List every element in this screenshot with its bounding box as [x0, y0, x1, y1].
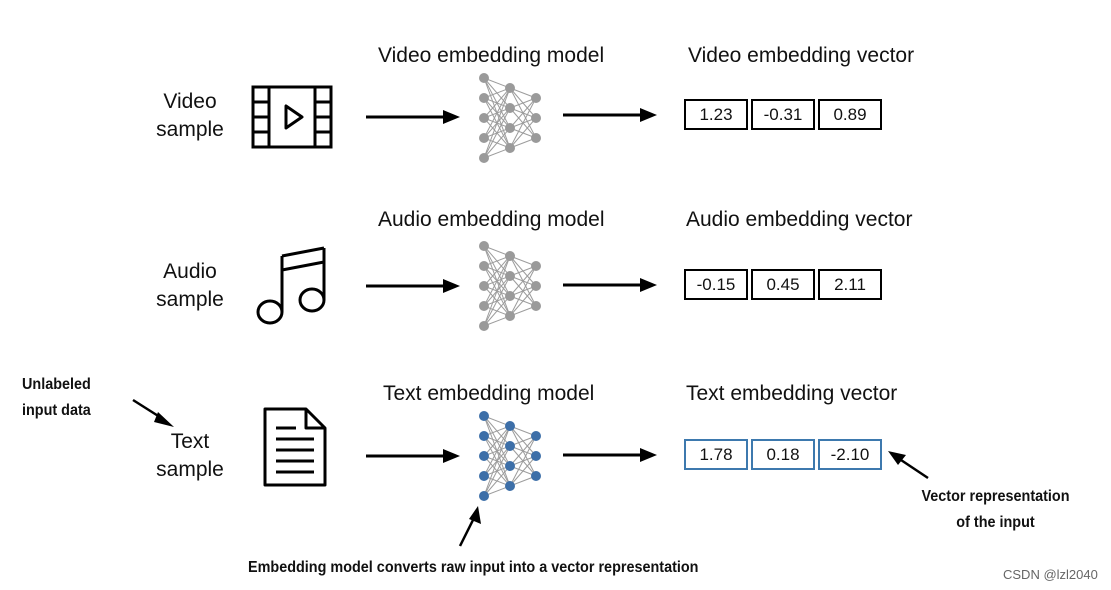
- network-node: [479, 93, 489, 103]
- network-node: [505, 83, 515, 93]
- network-node: [531, 301, 541, 311]
- document-icon: [263, 407, 327, 487]
- arrow-text-to-model: [366, 449, 460, 463]
- network-edge: [483, 425, 511, 497]
- video-vector-value: 1.23: [684, 99, 748, 130]
- network-node: [505, 251, 515, 261]
- network-node: [531, 451, 541, 461]
- network-edge: [483, 87, 511, 139]
- network-node: [505, 103, 515, 113]
- video-vector-value: -0.31: [751, 99, 815, 130]
- music-note-icon: [256, 246, 326, 325]
- network-node: [479, 411, 489, 421]
- audio-vector-title: Audio embedding vector: [686, 208, 913, 231]
- network-edge: [483, 255, 511, 327]
- video-neural-network-icon: [479, 73, 541, 163]
- video-model-title: Video embedding model: [378, 44, 605, 67]
- network-node: [505, 481, 515, 491]
- network-node: [531, 431, 541, 441]
- network-node: [505, 311, 515, 321]
- video-vector-title: Video embedding vector: [688, 44, 915, 67]
- network-edge: [509, 265, 537, 297]
- network-node: [479, 321, 489, 331]
- network-edge: [509, 97, 537, 149]
- network-node: [479, 113, 489, 123]
- network-edge: [509, 435, 537, 467]
- network-edge: [509, 435, 537, 487]
- text-vector-title: Text embedding vector: [686, 382, 898, 405]
- network-edge: [509, 265, 537, 317]
- network-edge: [483, 275, 511, 327]
- text-vector-value: 1.78: [684, 439, 748, 470]
- network-edge: [483, 255, 511, 307]
- audio-neural-network-icon: [479, 241, 541, 331]
- network-node: [479, 241, 489, 251]
- network-node: [531, 133, 541, 143]
- network-edge: [483, 107, 511, 159]
- network-node: [479, 153, 489, 163]
- network-node: [531, 281, 541, 291]
- network-edge: [483, 465, 511, 497]
- network-edge: [509, 97, 537, 129]
- network-edge: [509, 455, 537, 487]
- text-vector-value: -2.10: [818, 439, 882, 470]
- embedding-converts-caption: Embedding model converts raw input into …: [248, 559, 699, 576]
- audio-model-title: Audio embedding model: [378, 208, 605, 231]
- network-node: [479, 133, 489, 143]
- network-edge: [483, 295, 511, 327]
- network-node: [505, 143, 515, 153]
- arrow-audio-to-model: [366, 279, 460, 293]
- arrow-caption-to-model: [458, 506, 481, 547]
- arrow-video-to-vector: [563, 108, 657, 122]
- network-node: [479, 471, 489, 481]
- network-edge: [483, 425, 511, 457]
- video-vector-value: 0.89: [818, 99, 882, 130]
- network-edge: [483, 425, 511, 477]
- network-node: [479, 261, 489, 271]
- network-edge: [509, 285, 537, 317]
- network-node: [479, 491, 489, 501]
- network-node: [479, 451, 489, 461]
- arrow-video-to-model: [366, 110, 460, 124]
- network-edge: [509, 117, 537, 149]
- network-node: [479, 431, 489, 441]
- network-node: [479, 301, 489, 311]
- audio-vector-value: 2.11: [818, 269, 882, 300]
- network-edge: [483, 127, 511, 159]
- text-model-title: Text embedding model: [383, 382, 595, 405]
- audio-vector-value: 0.45: [751, 269, 815, 300]
- network-edge: [483, 255, 511, 287]
- network-node: [505, 271, 515, 281]
- network-node: [505, 461, 515, 471]
- audio-vector-value: -0.15: [684, 269, 748, 300]
- network-node: [505, 123, 515, 133]
- network-edge: [483, 87, 511, 119]
- text-vector-value: 0.18: [751, 439, 815, 470]
- text-neural-network-icon: [479, 411, 541, 501]
- network-edge: [483, 445, 511, 497]
- network-edge: [483, 87, 511, 159]
- arrow-unlabeled-to-text: [132, 398, 174, 427]
- video-icon: [251, 85, 333, 149]
- arrow-note-to-vector: [888, 451, 929, 480]
- arrow-audio-to-vector: [563, 278, 657, 292]
- network-node: [479, 73, 489, 83]
- network-node: [505, 291, 515, 301]
- network-node: [479, 281, 489, 291]
- network-node: [531, 261, 541, 271]
- network-node: [531, 471, 541, 481]
- network-node: [505, 441, 515, 451]
- network-node: [531, 113, 541, 123]
- network-node: [505, 421, 515, 431]
- watermark: CSDN @lzl2040: [1003, 567, 1098, 582]
- arrow-text-to-vector: [563, 448, 657, 462]
- network-node: [531, 93, 541, 103]
